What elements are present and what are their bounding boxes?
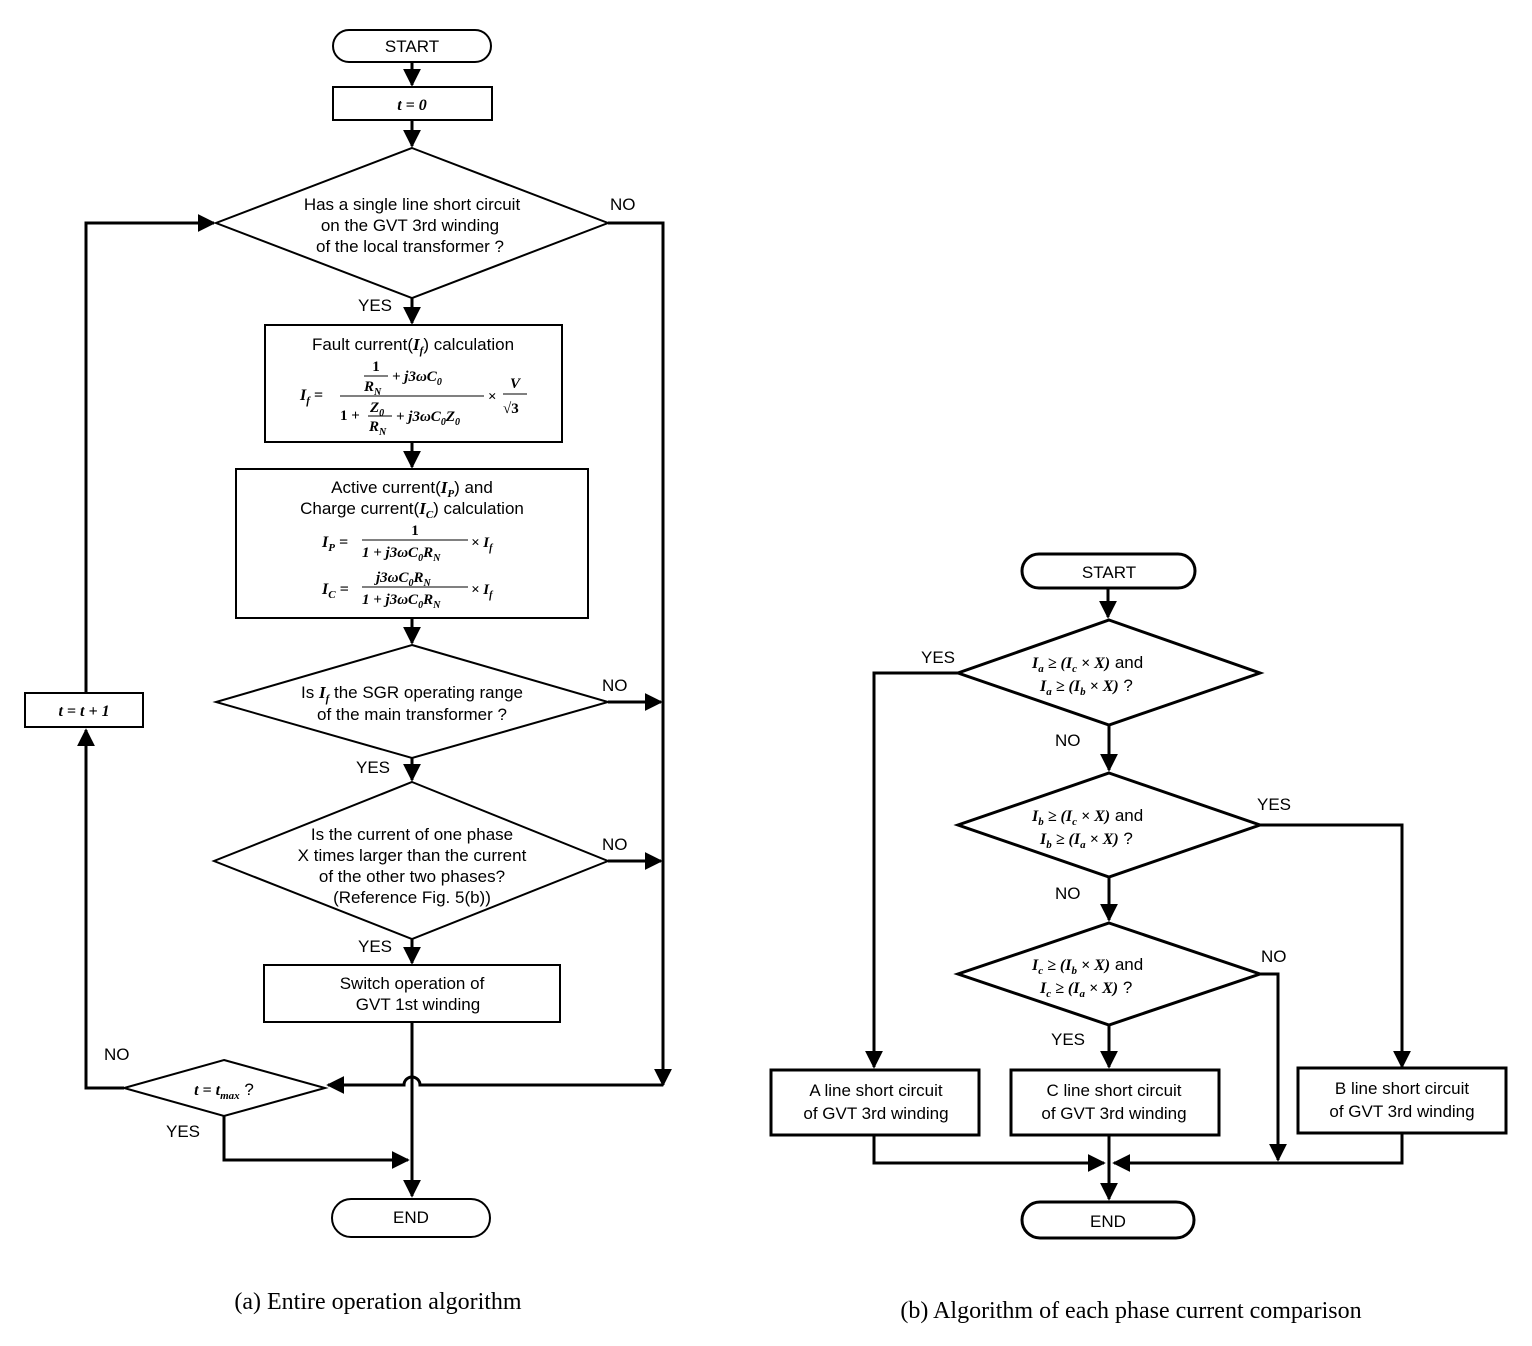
a-d2-yes-label: YES bbox=[356, 758, 390, 777]
svg-text:GVT 1st winding: GVT 1st winding bbox=[356, 995, 480, 1014]
svg-text:START: START bbox=[385, 37, 439, 56]
a-arrow-loop-back bbox=[84, 214, 216, 693]
a-switch-box: Switch operation of GVT 1st winding bbox=[263, 964, 561, 1023]
svg-text:Ib ≥ (Ic × X) and: Ib ≥ (Ic × X) and bbox=[1031, 806, 1143, 828]
a-arrow-tmax-no bbox=[77, 728, 124, 1090]
a-start-terminal: START bbox=[332, 29, 492, 63]
svg-text:A line short circuit: A line short circuit bbox=[809, 1081, 942, 1100]
a-d3-no-label: NO bbox=[602, 835, 628, 854]
svg-text:Has a single line short circui: Has a single line short circuit bbox=[304, 195, 521, 214]
svg-text:IC =: IC = bbox=[321, 581, 349, 601]
svg-text:V: V bbox=[510, 376, 522, 392]
svg-text:× If: × If bbox=[471, 582, 494, 601]
a-end-terminal: END bbox=[331, 1198, 491, 1238]
a-decision-sgr-range: Is If the SGR operating range of the mai… bbox=[212, 643, 612, 760]
a-d2-no-label: NO bbox=[602, 676, 628, 695]
b-out-a-box: A line short circuit of GVT 3rd winding bbox=[769, 1068, 981, 1137]
svg-text:Ib ≥ (Ia × X) ?: Ib ≥ (Ia × X) ? bbox=[1039, 829, 1133, 851]
b-caption: (b) Algorithm of each phase current comp… bbox=[900, 1298, 1361, 1324]
svg-text:Ic ≥ (Ib × X) and: Ic ≥ (Ib × X) and bbox=[1031, 955, 1143, 977]
a-decision-single-line-short: Has a single line short circuit on the G… bbox=[213, 146, 611, 300]
svg-text:END: END bbox=[393, 1208, 429, 1227]
b-decision-ic: Ic ≥ (Ib × X) and Ic ≥ (Ia × X) ? bbox=[953, 921, 1265, 1027]
b-c1-yes-label: YES bbox=[921, 648, 955, 667]
a-arrow-tmax-yes bbox=[222, 1116, 410, 1169]
svg-text:Is If the SGR operating range: Is If the SGR operating range bbox=[301, 683, 523, 705]
b-merge-b bbox=[1112, 1133, 1404, 1172]
a-d1-yes-label: YES bbox=[358, 296, 392, 315]
b-c1-no-label: NO bbox=[1055, 731, 1081, 750]
svg-text:t = tmax ?: t = tmax ? bbox=[194, 1080, 254, 1102]
b-out-c-box: C line short circuit of GVT 3rd winding bbox=[1009, 1068, 1221, 1137]
svg-text:Ia ≥ (Ib × X) ?: Ia ≥ (Ib × X) ? bbox=[1039, 676, 1133, 698]
a-tmax-yes-label: YES bbox=[166, 1122, 200, 1141]
svg-text:of the local transformer ?: of the local transformer ? bbox=[316, 237, 504, 256]
b-c3-no-label: NO bbox=[1261, 947, 1287, 966]
svg-text:If =: If = bbox=[299, 387, 323, 407]
svg-text:of GVT 3rd winding: of GVT 3rd winding bbox=[1329, 1102, 1474, 1121]
svg-text:+ j3ωC0: + j3ωC0 bbox=[392, 369, 442, 388]
svg-text:Switch operation of: Switch operation of bbox=[340, 974, 485, 993]
svg-text:(Reference Fig. 5(b)): (Reference Fig. 5(b)) bbox=[333, 888, 491, 907]
svg-text:of GVT 3rd winding: of GVT 3rd winding bbox=[803, 1104, 948, 1123]
svg-text:Ic ≥ (Ia × X) ?: Ic ≥ (Ia × X) ? bbox=[1039, 978, 1132, 1000]
svg-text:C line short circuit: C line short circuit bbox=[1046, 1081, 1181, 1100]
b-start-terminal: START bbox=[1020, 552, 1197, 590]
a-fault-current-box: Fault current(If) calculation If = 1 RN … bbox=[264, 324, 563, 443]
svg-text:of the main transformer ?: of the main transformer ? bbox=[317, 705, 507, 724]
svg-text:Charge current(IC) calculation: Charge current(IC) calculation bbox=[300, 499, 524, 521]
svg-text:X times larger than the curren: X times larger than the current bbox=[298, 846, 527, 865]
a-no-bus bbox=[608, 221, 672, 1087]
svg-text:1 +: 1 + bbox=[340, 408, 360, 424]
a-active-charge-box: Active current(IP) and Charge current(IC… bbox=[235, 468, 589, 619]
svg-text:Ia ≥ (Ic × X) and: Ia ≥ (Ic × X) and bbox=[1031, 653, 1143, 675]
diagram-b: START Ia ≥ (Ic × X) and Ia ≥ (Ib × X) ? … bbox=[769, 552, 1508, 1324]
svg-text:j3ωC0RN: j3ωC0RN bbox=[374, 570, 432, 589]
a-arrow-to-tmax bbox=[326, 1075, 663, 1094]
svg-text:B line short circuit: B line short circuit bbox=[1335, 1079, 1469, 1098]
a-decision-tmax: t = tmax ? bbox=[120, 1058, 329, 1118]
svg-text:t = 0: t = 0 bbox=[397, 97, 427, 114]
svg-text:1: 1 bbox=[372, 359, 380, 375]
svg-text:t = t + 1: t = t + 1 bbox=[58, 703, 109, 720]
b-c2-yes-label: YES bbox=[1257, 795, 1291, 814]
b-arrow-c3-no bbox=[1260, 972, 1287, 1162]
svg-text:Active current(IP) and: Active current(IP) and bbox=[331, 478, 493, 500]
b-c3-yes-label: YES bbox=[1051, 1030, 1085, 1049]
b-decision-ia: Ia ≥ (Ic × X) and Ia ≥ (Ib × X) ? bbox=[953, 618, 1265, 727]
b-decision-ib: Ib ≥ (Ic × X) and Ib ≥ (Ia × X) ? bbox=[953, 771, 1265, 879]
b-out-b-box: B line short circuit of GVT 3rd winding bbox=[1296, 1066, 1508, 1135]
svg-text:IP =: IP = bbox=[321, 534, 348, 554]
a-d3-yes-label: YES bbox=[358, 937, 392, 956]
b-arrow-c2-yes bbox=[1260, 823, 1411, 1069]
b-arrow-c1-yes bbox=[865, 671, 958, 1069]
svg-text:Fault current(If) calculation: Fault current(If) calculation bbox=[312, 335, 514, 357]
a-d1-no-label: NO bbox=[610, 195, 636, 214]
b-end-terminal: END bbox=[1020, 1200, 1196, 1240]
svg-text:of GVT 3rd winding: of GVT 3rd winding bbox=[1041, 1104, 1186, 1123]
svg-text:on the GVT 3rd winding: on the GVT 3rd winding bbox=[321, 216, 499, 235]
a-tinc-box: t = t + 1 bbox=[24, 692, 144, 728]
diagram-a: START t = 0 Has a single line short circ… bbox=[24, 29, 672, 1315]
svg-text:1: 1 bbox=[411, 523, 419, 539]
b-merge-a bbox=[872, 1135, 1106, 1172]
svg-text:START: START bbox=[1082, 563, 1136, 582]
b-c2-no-label: NO bbox=[1055, 884, 1081, 903]
a-fault-formula: If = 1 RN + j3ωC0 1 + Z0 RN + j3ωC0Z0 × … bbox=[299, 359, 527, 438]
svg-text:of the other two phases?: of the other two phases? bbox=[319, 867, 505, 886]
svg-text:END: END bbox=[1090, 1212, 1126, 1231]
svg-text:×: × bbox=[488, 389, 497, 405]
svg-text:√3: √3 bbox=[503, 401, 519, 417]
a-tmax-no-label: NO bbox=[104, 1045, 130, 1064]
a-t0-box: t = 0 bbox=[332, 86, 493, 121]
svg-text:× If: × If bbox=[471, 535, 494, 554]
a-caption: (a) Entire operation algorithm bbox=[234, 1289, 522, 1315]
a-decision-phase-compare: Is the current of one phase X times larg… bbox=[211, 780, 611, 941]
svg-text:Is the current of one phase: Is the current of one phase bbox=[311, 825, 513, 844]
